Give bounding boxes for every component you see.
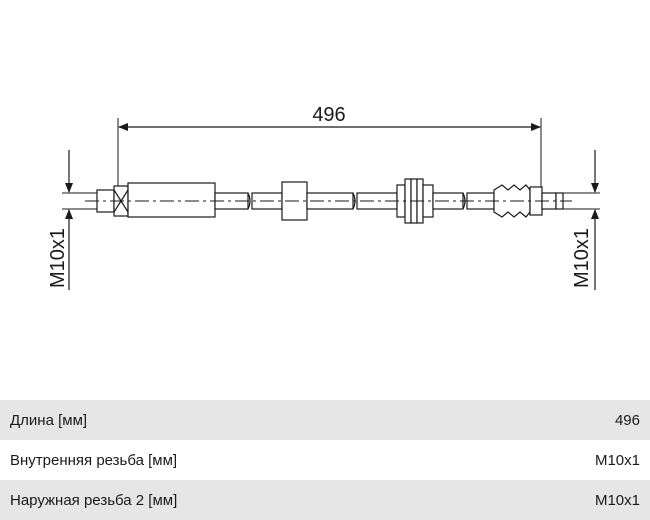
left-sleeve <box>127 182 216 218</box>
spec-row-internal-thread: Внутренняя резьба [мм] M10x1 <box>0 440 650 480</box>
spec-row-external-thread: Наружная резьба 2 [мм] M10x1 <box>0 480 650 520</box>
length-label: 496 <box>312 104 345 126</box>
left-thread-label: M10x1 <box>47 228 69 288</box>
left-thread-dimension: M10x1 <box>47 150 105 290</box>
hose-break-1 <box>247 192 251 210</box>
right-thread-label: M10x1 <box>571 228 593 288</box>
spec-table: Длина [мм] 496 Внутренняя резьба [мм] M1… <box>0 400 650 520</box>
spec-value: 496 <box>614 411 640 429</box>
spec-value: M10x1 <box>594 491 640 509</box>
spec-row-length: Длина [мм] 496 <box>0 400 650 440</box>
spec-value: M10x1 <box>594 451 640 469</box>
spec-label: Внутренняя резьба [мм] <box>10 451 178 469</box>
right-thread-dimension: M10x1 <box>555 150 600 290</box>
spec-label: Наружная резьба 2 [мм] <box>10 491 178 509</box>
spec-label: Длина [мм] <box>10 411 88 429</box>
brake-hose-drawing: 496 M10x1 M10x1 <box>47 104 600 290</box>
